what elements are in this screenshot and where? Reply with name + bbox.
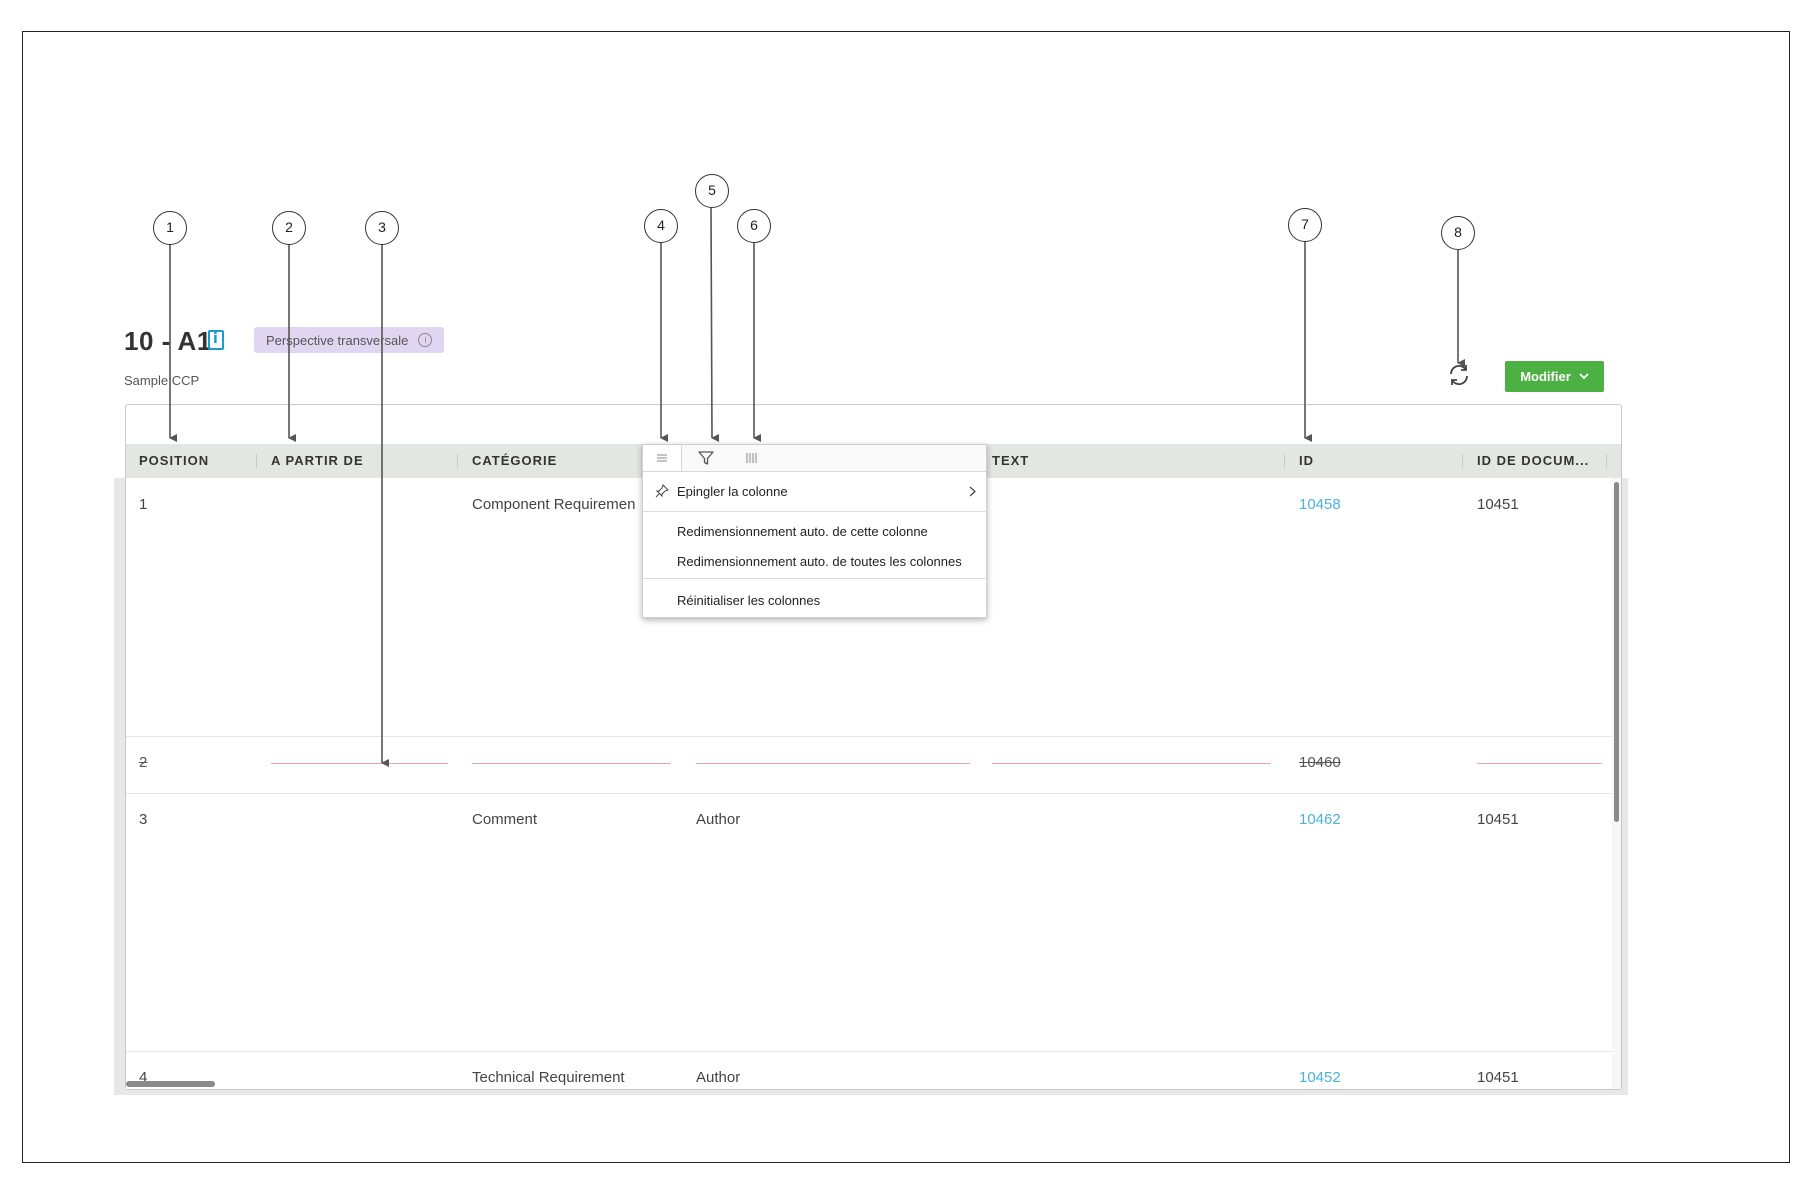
callout-marker: 2 xyxy=(272,211,306,245)
cell-author: Author xyxy=(696,1069,741,1086)
row-divider xyxy=(126,736,1621,737)
modify-button-label: Modifier xyxy=(1520,369,1571,384)
menu-icon xyxy=(657,454,667,462)
modify-button[interactable]: Modifier xyxy=(1505,361,1604,392)
cell-position: 3 xyxy=(139,811,148,828)
cell-doc-id: 10451 xyxy=(1477,1069,1519,1086)
deleted-marker xyxy=(271,763,448,764)
menu-item-autosize-column[interactable]: Redimensionnement auto. de cette colonne xyxy=(677,524,928,539)
cell-doc-id: 10451 xyxy=(1477,496,1519,513)
deleted-marker xyxy=(1477,763,1602,764)
info-icon[interactable]: i xyxy=(418,333,433,347)
menu-tab-general[interactable] xyxy=(643,445,682,471)
callout-marker: 6 xyxy=(737,209,771,243)
column-separator[interactable] xyxy=(457,454,458,468)
column-header-doc-id[interactable]: ID DE DOCUM... xyxy=(1477,453,1590,468)
menu-item-pin-column[interactable]: Epingler la colonne xyxy=(677,484,788,499)
menu-item-reset-columns[interactable]: Réinitialiser les colonnes xyxy=(677,593,821,608)
column-header-text[interactable]: TEXT xyxy=(992,453,1030,468)
menu-divider xyxy=(643,511,986,512)
cell-position: 1 xyxy=(139,496,148,513)
column-header-id[interactable]: ID xyxy=(1299,453,1314,468)
callout-marker: 1 xyxy=(153,211,187,245)
cell-id-link[interactable]: 10462 xyxy=(1299,811,1341,828)
cell-id-link[interactable]: 10458 xyxy=(1299,496,1341,513)
callout-marker: 4 xyxy=(644,209,678,243)
grid-container xyxy=(125,404,1622,1090)
perspective-badge: Perspective transversale i xyxy=(254,327,445,353)
grid-shadow-right xyxy=(1621,478,1628,1094)
column-header-category[interactable]: CATÉGORIE xyxy=(472,453,558,468)
menu-divider xyxy=(643,578,986,579)
cell-position: 4 xyxy=(139,1069,148,1086)
cell-position: 2 xyxy=(139,754,148,771)
cell-category: Comment xyxy=(472,811,538,828)
column-separator[interactable] xyxy=(1606,454,1607,468)
cell-id-link[interactable]: 10452 xyxy=(1299,1069,1341,1086)
deleted-marker xyxy=(472,763,671,764)
cell-doc-id: 10451 xyxy=(1477,811,1519,828)
callout-marker: 3 xyxy=(365,211,399,245)
document-info-icon[interactable] xyxy=(208,330,224,350)
menu-tab-columns[interactable] xyxy=(731,445,771,471)
page-subtitle: Sample CCP xyxy=(124,373,200,388)
column-separator[interactable] xyxy=(256,454,257,468)
callout-marker: 5 xyxy=(695,174,729,208)
deleted-marker xyxy=(696,763,970,764)
pin-icon xyxy=(655,484,669,498)
annotation-frame xyxy=(22,31,1790,1163)
columns-icon xyxy=(746,453,757,463)
grid-shadow-bottom xyxy=(114,1089,1628,1095)
page-title: 10 - A1 xyxy=(124,326,212,356)
cell-author: Author xyxy=(696,811,741,828)
column-menu: Epingler la colonne Redimensionnement au… xyxy=(642,444,987,618)
callout-marker: 8 xyxy=(1441,216,1475,250)
chevron-down-icon xyxy=(1579,373,1589,380)
column-separator[interactable] xyxy=(1462,454,1463,468)
column-header-from[interactable]: A PARTIR DE xyxy=(271,453,364,468)
chevron-right-icon xyxy=(969,486,976,497)
column-header-position[interactable]: POSITION xyxy=(139,453,210,468)
row-divider xyxy=(126,1051,1621,1052)
refresh-icon[interactable] xyxy=(1446,362,1472,388)
menu-tab-filter[interactable] xyxy=(681,445,731,471)
vertical-scrollbar[interactable] xyxy=(1614,482,1619,822)
column-menu-tabs xyxy=(643,445,986,472)
deleted-marker xyxy=(992,763,1271,764)
callout-marker: 7 xyxy=(1288,208,1322,242)
cell-category: Component Requiremen xyxy=(472,496,636,513)
menu-item-autosize-all[interactable]: Redimensionnement auto. de toutes les co… xyxy=(677,554,962,569)
cell-category: Technical Requirement xyxy=(472,1069,625,1086)
horizontal-scrollbar[interactable] xyxy=(126,1081,215,1087)
cell-id: 10460 xyxy=(1299,754,1341,771)
filter-icon xyxy=(698,451,714,465)
row-divider xyxy=(126,793,1621,794)
column-separator[interactable] xyxy=(1284,454,1285,468)
badge-label: Perspective transversale xyxy=(266,332,409,348)
grid-shadow-left xyxy=(114,478,126,1094)
